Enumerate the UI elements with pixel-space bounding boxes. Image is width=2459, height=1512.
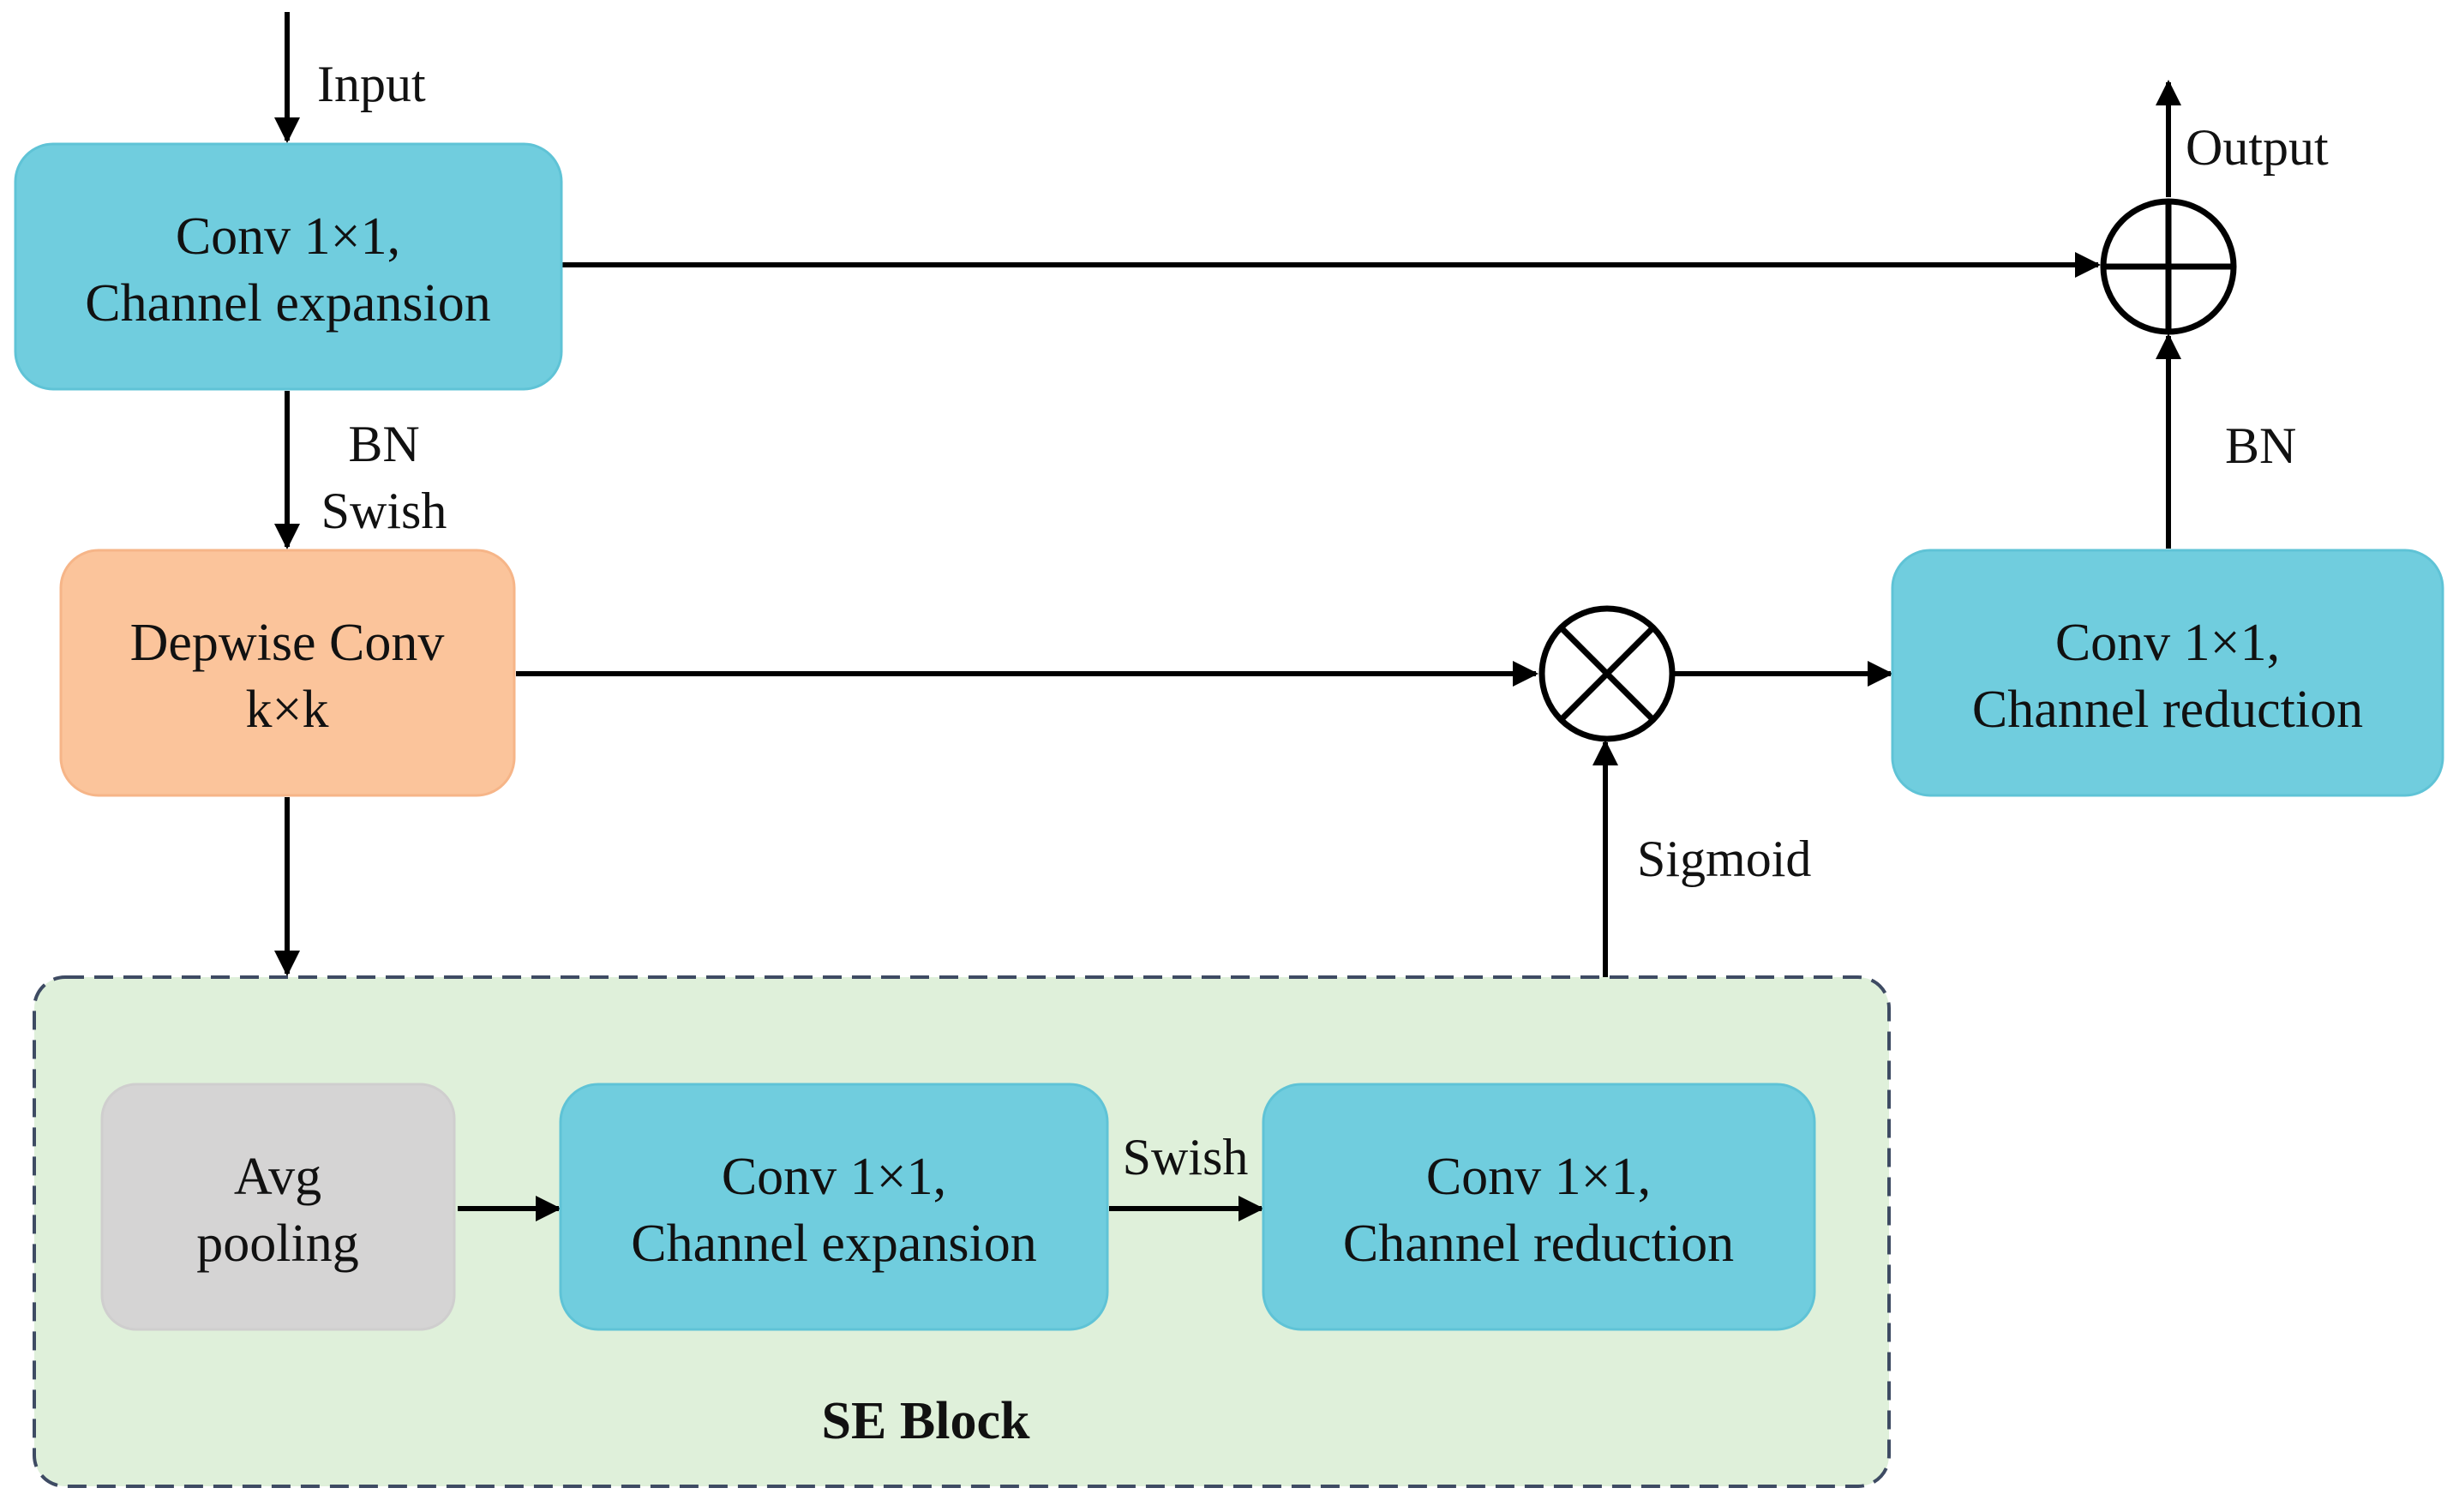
- conv-reduction-line2: Channel reduction: [1972, 681, 2363, 739]
- bn-label-top: BN: [348, 416, 419, 472]
- se-conv-reduction-node: Conv 1×1, Channel reduction: [1262, 1083, 1816, 1331]
- se-conv-expansion-line2: Channel expansion: [631, 1215, 1037, 1273]
- avg-pooling-line1: Avg: [234, 1148, 321, 1206]
- depthwise-conv-line1: Depwise Conv: [130, 614, 445, 672]
- se-conv-reduction-line1: Conv 1×1,: [1426, 1148, 1651, 1206]
- conv-expansion-line2: Channel expansion: [85, 274, 491, 333]
- depthwise-conv-node: Depwise Conv k×k: [59, 549, 516, 797]
- swish-label-top: Swish: [321, 483, 447, 539]
- conv-reduction-node: Conv 1×1, Channel reduction: [1891, 549, 2444, 797]
- add-operator-icon: [2100, 198, 2237, 335]
- se-conv-reduction-line2: Channel reduction: [1343, 1215, 1734, 1273]
- multiply-operator-icon: [1538, 605, 1676, 742]
- depthwise-conv-line2: k×k: [246, 681, 329, 739]
- se-conv-expansion-node: Conv 1×1, Channel expansion: [559, 1083, 1109, 1331]
- conv-expansion-line1: Conv 1×1,: [176, 207, 400, 266]
- sigmoid-label: Sigmoid: [1637, 831, 1811, 887]
- avg-pooling-node: Avg pooling: [100, 1083, 456, 1331]
- se-conv-expansion-line1: Conv 1×1,: [722, 1148, 946, 1206]
- conv-expansion-node: Conv 1×1, Channel expansion: [14, 142, 563, 391]
- input-label: Input: [317, 56, 426, 112]
- swish-label-se: Swish: [1123, 1129, 1249, 1185]
- avg-pooling-line2: pooling: [196, 1215, 358, 1273]
- se-block-title: SE Block: [822, 1392, 1030, 1450]
- bn-label-right: BN: [2225, 417, 2296, 474]
- conv-reduction-line1: Conv 1×1,: [2055, 614, 2280, 672]
- output-label: Output: [2186, 119, 2329, 176]
